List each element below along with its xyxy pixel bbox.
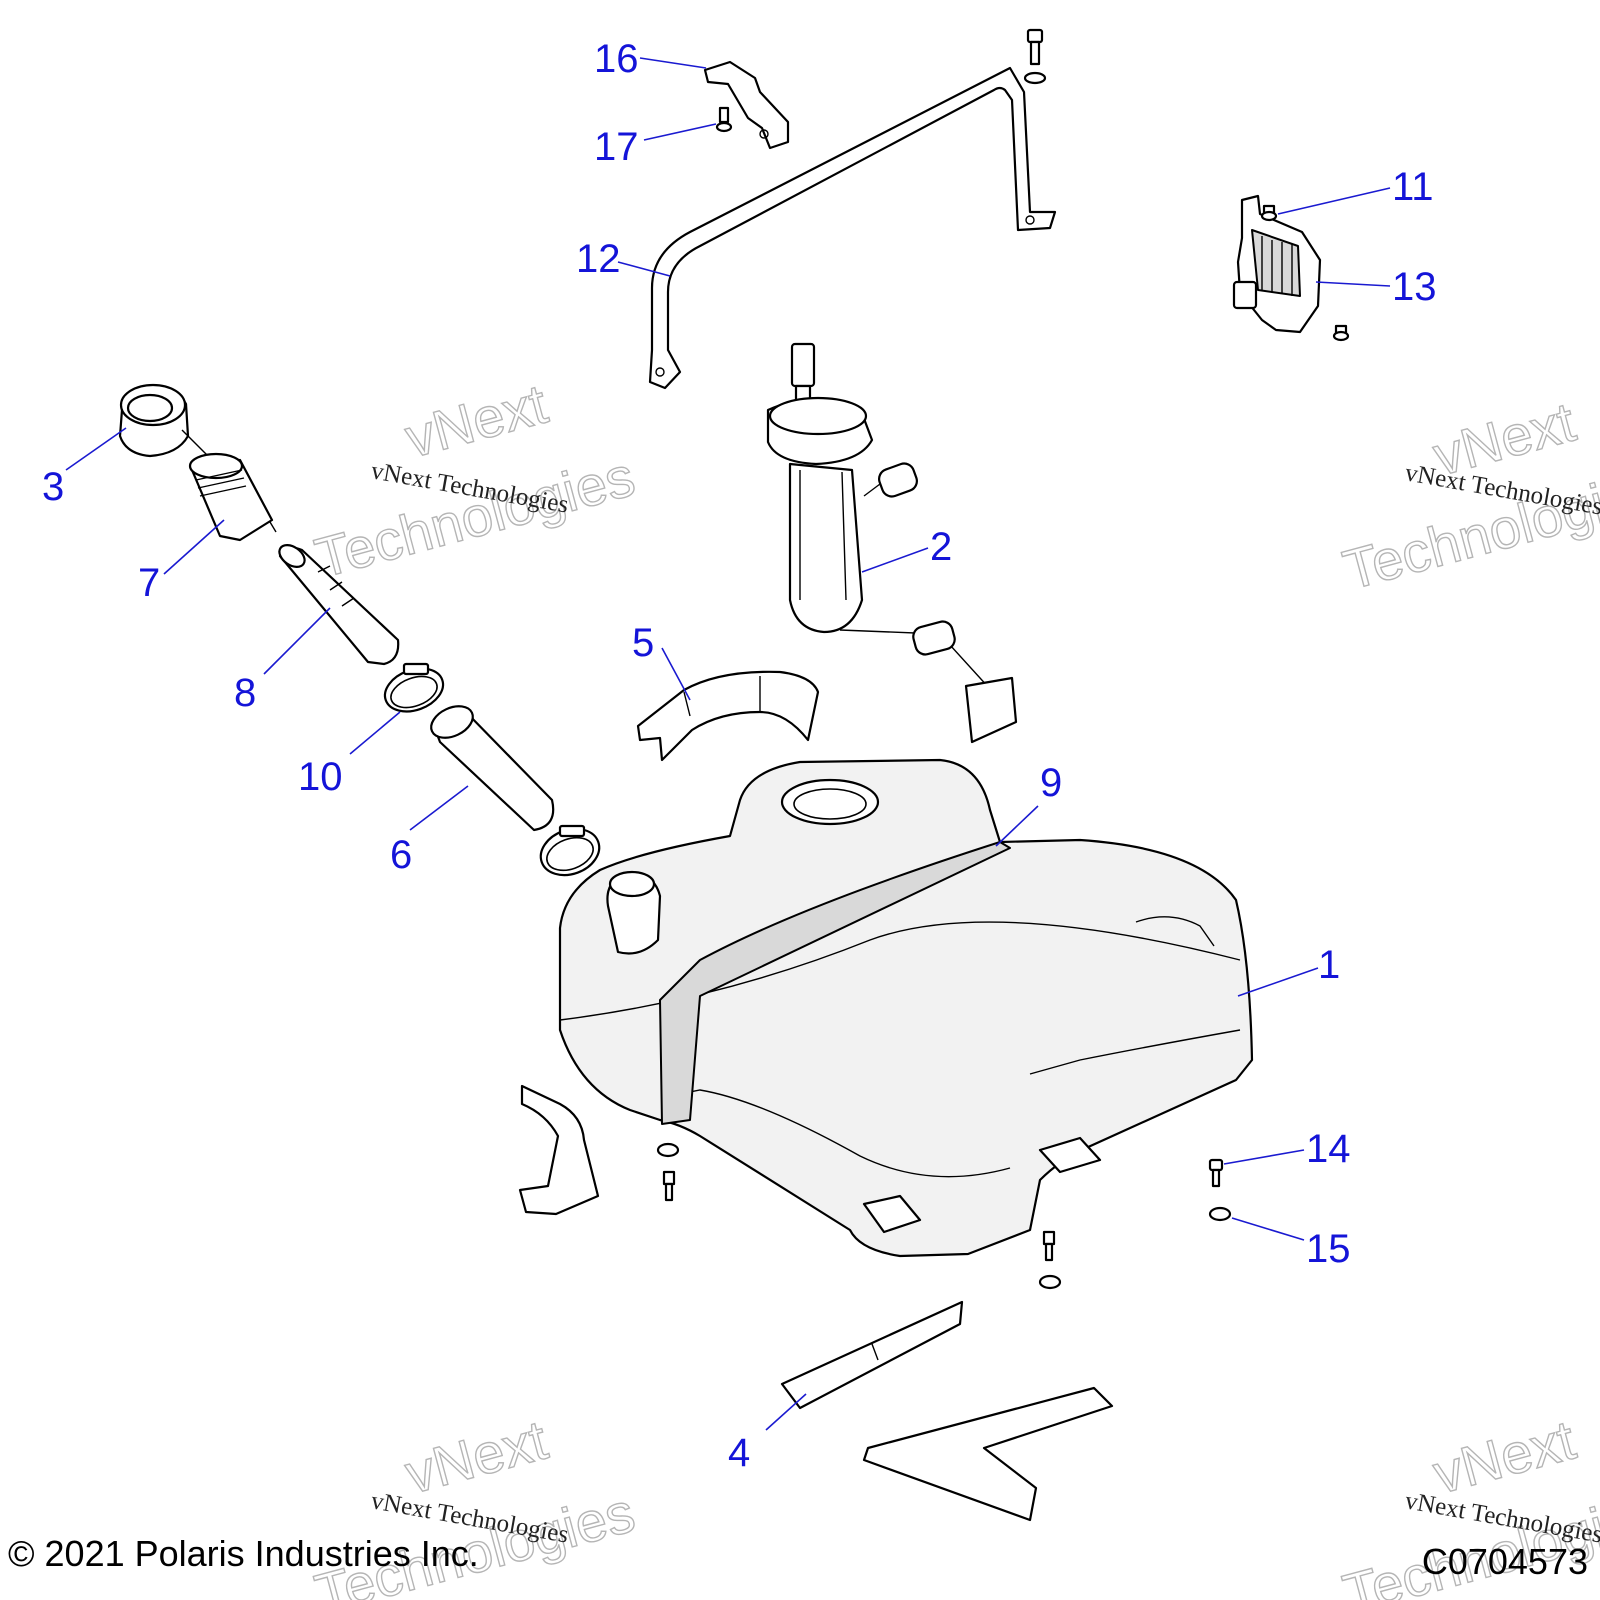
controller-screw-bottom xyxy=(1332,324,1350,342)
callout-2: 2 xyxy=(930,525,952,569)
tank-mount-hardware-left xyxy=(656,1142,680,1202)
leader-lines xyxy=(65,57,1391,1431)
callout-4: 4 xyxy=(728,1431,750,1475)
fuel-pump-assembly xyxy=(766,342,1018,744)
callout-6: 6 xyxy=(390,833,412,877)
fuel-cap xyxy=(118,383,231,479)
callout-5: 5 xyxy=(632,621,654,665)
callout-15: 15 xyxy=(1306,1227,1351,1271)
hose-clamp-upper xyxy=(383,662,445,713)
callout-3: 3 xyxy=(42,465,64,509)
callout-16: 16 xyxy=(594,37,639,81)
mount-bolt xyxy=(1208,1158,1224,1188)
fuel-tank xyxy=(558,758,1254,1258)
watermark-upper-left: vNext Technologies vNext Technologies xyxy=(308,371,641,590)
filler-neck xyxy=(188,452,277,542)
callout-17: 17 xyxy=(594,125,639,169)
tank-strap xyxy=(648,66,1057,390)
svg-text:vNext: vNext xyxy=(1427,1408,1582,1506)
tank-pads xyxy=(780,1300,1114,1522)
mounting-bracket xyxy=(703,60,790,150)
tank-mount-hardware-center xyxy=(1038,1230,1062,1290)
strap-bolt xyxy=(1023,28,1047,85)
callout-8: 8 xyxy=(234,671,256,715)
callout-10: 10 xyxy=(298,755,343,799)
heat-shield xyxy=(636,670,820,762)
callout-13: 13 xyxy=(1392,265,1437,309)
filler-tube xyxy=(278,543,400,666)
diagram-code: C0704573 xyxy=(1422,1541,1588,1582)
callout-9: 9 xyxy=(1040,761,1062,805)
watermark-upper-right: vNext Technologies vNext Technologies xyxy=(1336,389,1600,602)
mount-washer xyxy=(1208,1206,1232,1222)
bracket-screw xyxy=(715,106,733,133)
svg-text:Technologies: Technologies xyxy=(309,444,641,589)
callout-numbers: 1 2 3 4 5 6 7 8 9 10 11 12 13 14 15 16 1… xyxy=(42,37,1437,1475)
callout-1: 1 xyxy=(1318,943,1340,987)
copyright-text: © 2021 Polaris Industries Inc. xyxy=(8,1533,479,1574)
svg-text:vNext: vNext xyxy=(399,1408,554,1506)
filler-hose xyxy=(430,705,555,832)
tank-strap-pad xyxy=(518,1084,600,1216)
callout-7: 7 xyxy=(138,561,160,605)
callout-11: 11 xyxy=(1392,165,1434,209)
hose-clamp-lower xyxy=(539,824,601,877)
svg-text:vNext: vNext xyxy=(399,372,554,470)
controller-screw-top xyxy=(1260,204,1278,222)
callout-12: 12 xyxy=(576,237,621,281)
callout-14: 14 xyxy=(1306,1127,1351,1171)
